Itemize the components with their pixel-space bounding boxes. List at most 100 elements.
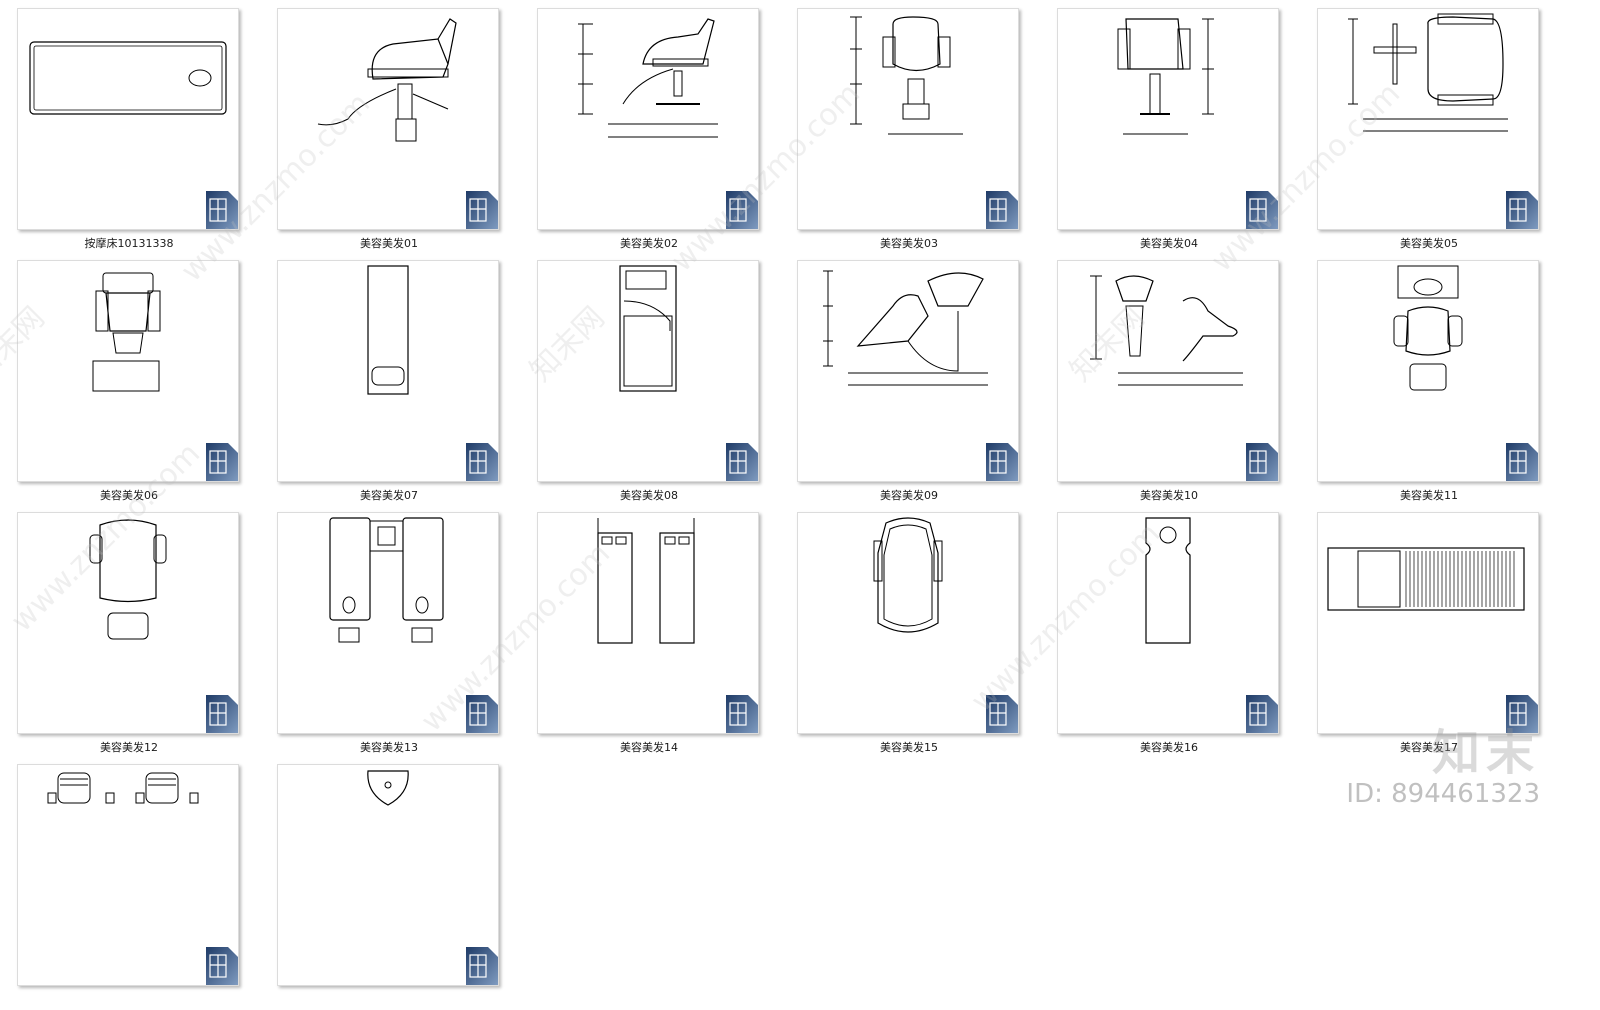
file-name-label: 美容美发16 xyxy=(1140,741,1198,754)
cad-drawing-preview xyxy=(92,272,161,392)
file-name-label: 按摩床10131338 xyxy=(84,237,174,250)
thumbnail-preview[interactable] xyxy=(797,512,1019,734)
file-thumbnail[interactable]: 美容美发16 xyxy=(1057,512,1281,758)
file-thumbnail[interactable]: 按摩床10131338 xyxy=(17,8,241,254)
file-name-label: 美容美发10 xyxy=(1140,489,1198,502)
cad-drawing-preview xyxy=(850,16,963,135)
file-type-icon xyxy=(726,695,758,733)
file-type-icon xyxy=(206,947,238,985)
thumbnail-preview[interactable] xyxy=(537,512,759,734)
file-type-icon xyxy=(1506,443,1538,481)
watermark-id: ID: 894461323 xyxy=(1346,779,1540,809)
file-type-icon xyxy=(206,191,238,229)
thumbnail-preview[interactable] xyxy=(797,8,1019,230)
file-type-icon xyxy=(726,191,758,229)
cad-drawing-preview xyxy=(47,772,199,804)
cad-drawing-preview xyxy=(597,518,695,644)
file-thumbnail[interactable]: 美容美发08 xyxy=(537,260,761,506)
file-thumbnail[interactable]: 美容美发17 xyxy=(1317,512,1541,758)
cad-drawing-preview xyxy=(1117,18,1214,135)
file-thumbnail[interactable]: 美容美发02 xyxy=(537,8,761,254)
file-name-label: 美容美发06 xyxy=(100,489,158,502)
thumbnail-grid: 按摩床10131338 美容美发01 美容美发02 美容美发03 美容美发04 美容美发0… xyxy=(17,8,1541,986)
thumbnail-preview[interactable] xyxy=(277,8,499,230)
file-type-icon xyxy=(986,191,1018,229)
file-name-label: 美容美发09 xyxy=(880,489,938,502)
file-name-label: 美容美发15 xyxy=(880,741,938,754)
thumbnail-preview[interactable] xyxy=(17,512,239,734)
cad-drawing-preview xyxy=(1393,265,1463,391)
cad-drawing-preview xyxy=(367,265,409,395)
file-thumbnail[interactable]: 美容美发07 xyxy=(277,260,501,506)
file-name-label: 美容美发08 xyxy=(620,489,678,502)
cad-drawing-preview xyxy=(823,270,988,386)
file-thumbnail[interactable]: 美容美发03 xyxy=(797,8,1021,254)
thumbnail-preview[interactable] xyxy=(797,260,1019,482)
thumbnail-preview[interactable] xyxy=(1057,512,1279,734)
file-name-label: 美容美发17 xyxy=(1400,741,1458,754)
file-type-icon xyxy=(986,443,1018,481)
file-thumbnail[interactable]: 美容美发12 xyxy=(17,512,241,758)
file-type-icon xyxy=(726,443,758,481)
file-type-icon xyxy=(986,695,1018,733)
file-thumbnail[interactable]: 美容美发11 xyxy=(1317,260,1541,506)
file-thumbnail[interactable]: 美容美发13 xyxy=(277,512,501,758)
file-type-icon xyxy=(1246,695,1278,733)
file-name-label: 美容美发05 xyxy=(1400,237,1458,250)
file-type-icon xyxy=(206,443,238,481)
thumbnail-preview[interactable] xyxy=(277,260,499,482)
cad-drawing-preview xyxy=(1090,275,1243,386)
file-name-label: 美容美发03 xyxy=(880,237,938,250)
cad-drawing-preview xyxy=(89,519,167,640)
file-thumbnail[interactable] xyxy=(17,764,241,1010)
file-type-icon xyxy=(466,947,498,985)
file-thumbnail[interactable]: 美容美发04 xyxy=(1057,8,1281,254)
thumbnail-preview[interactable] xyxy=(1317,260,1539,482)
thumbnail-preview[interactable] xyxy=(1057,260,1279,482)
file-type-icon xyxy=(466,191,498,229)
thumbnail-preview[interactable] xyxy=(1317,512,1539,734)
file-name-label: 美容美发02 xyxy=(620,237,678,250)
file-name-label: 美容美发11 xyxy=(1400,489,1458,502)
file-thumbnail[interactable]: 美容美发14 xyxy=(537,512,761,758)
file-thumbnail[interactable]: 美容美发05 xyxy=(1317,8,1541,254)
watermark-logo: 知末 xyxy=(1431,725,1540,781)
thumbnail-preview[interactable] xyxy=(1057,8,1279,230)
file-name-label: 美容美发01 xyxy=(360,237,418,250)
cad-drawing-preview xyxy=(367,770,409,806)
file-type-icon xyxy=(1246,443,1278,481)
file-type-icon xyxy=(1506,695,1538,733)
file-thumbnail[interactable]: 美容美发01 xyxy=(277,8,501,254)
file-thumbnail[interactable]: 美容美发09 xyxy=(797,260,1021,506)
file-name-label: 美容美发04 xyxy=(1140,237,1198,250)
thumbnail-preview[interactable] xyxy=(537,260,759,482)
cad-drawing-preview xyxy=(1348,13,1508,132)
file-thumbnail[interactable]: 美容美发06 xyxy=(17,260,241,506)
thumbnail-preview[interactable] xyxy=(277,764,499,986)
thumbnail-preview[interactable] xyxy=(17,764,239,986)
thumbnail-preview[interactable] xyxy=(537,8,759,230)
file-name-label: 美容美发14 xyxy=(620,741,678,754)
thumbnail-preview[interactable] xyxy=(277,512,499,734)
file-name-label: 美容美发13 xyxy=(360,741,418,754)
file-type-icon xyxy=(466,443,498,481)
file-thumbnail[interactable]: 美容美发15 xyxy=(797,512,1021,758)
cad-drawing-preview xyxy=(317,18,457,142)
file-thumbnail[interactable]: 美容美发10 xyxy=(1057,260,1281,506)
thumbnail-preview[interactable] xyxy=(17,260,239,482)
cad-drawing-preview xyxy=(873,517,943,633)
file-type-icon xyxy=(466,695,498,733)
cad-drawing-preview xyxy=(329,517,444,643)
file-type-icon xyxy=(1506,191,1538,229)
cad-drawing-preview xyxy=(578,18,718,138)
thumbnail-preview[interactable] xyxy=(17,8,239,230)
file-name-label: 美容美发07 xyxy=(360,489,418,502)
cad-drawing-preview xyxy=(1145,517,1191,644)
thumbnail-preview[interactable] xyxy=(1317,8,1539,230)
cad-drawing-preview xyxy=(29,41,227,115)
cad-drawing-preview xyxy=(1327,547,1525,611)
file-thumbnail[interactable] xyxy=(277,764,501,1010)
file-type-icon xyxy=(1246,191,1278,229)
cad-drawing-preview xyxy=(619,265,677,392)
file-type-icon xyxy=(206,695,238,733)
